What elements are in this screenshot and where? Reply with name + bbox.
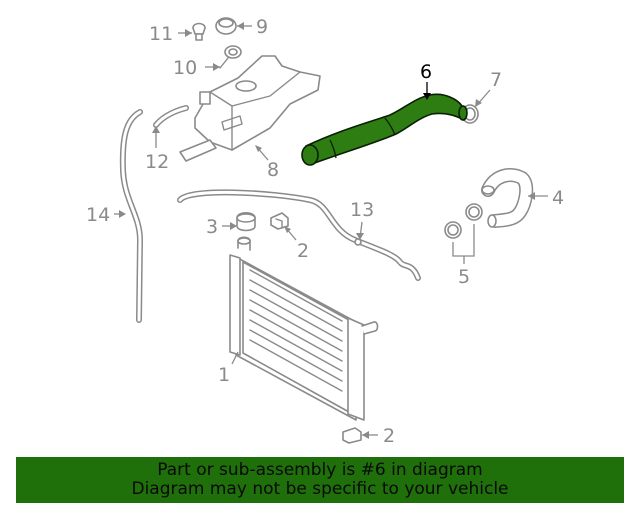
reservoir-hose <box>153 105 189 128</box>
callout-7: 7 <box>490 69 502 91</box>
mount-bracket-upper <box>270 212 289 230</box>
parts-diagram: 1 2 2 3 4 5 6 7 8 9 10 11 12 13 14 <box>86 16 564 447</box>
callout-4: 4 <box>552 187 564 209</box>
banner-line-2: Diagram may not be specific to your vehi… <box>131 479 509 499</box>
callout-12: 12 <box>145 151 169 173</box>
part-info-banner: Part or sub-assembly is #6 in diagram Di… <box>16 457 624 503</box>
hose-clamp-left <box>444 221 462 239</box>
hose-clamp-right <box>465 203 483 221</box>
overflow-hose <box>177 189 421 281</box>
banner-line-1: Part or sub-assembly is #6 in diagram <box>157 460 483 480</box>
callout-13: 13 <box>350 199 374 221</box>
callout-9: 9 <box>256 16 268 38</box>
callout-labels: 1 2 2 3 4 5 6 7 8 9 10 11 12 13 14 <box>86 16 564 447</box>
vent-hose <box>119 109 144 323</box>
reservoir-cap <box>215 17 237 35</box>
callout-2-upper: 2 <box>297 240 309 262</box>
callout-11: 11 <box>149 23 173 45</box>
level-sensor <box>219 45 242 69</box>
radiator <box>229 236 379 421</box>
callout-10: 10 <box>173 57 197 79</box>
coolant-reservoir <box>179 55 321 162</box>
callout-6: 6 <box>420 61 432 83</box>
leader-lines <box>114 22 548 439</box>
callout-3: 3 <box>206 216 218 238</box>
mount-bracket-lower <box>342 427 362 444</box>
callout-5: 5 <box>458 266 470 288</box>
bleeder-fitting <box>192 22 206 41</box>
callout-8: 8 <box>267 159 279 181</box>
lower-radiator-hose <box>481 168 534 228</box>
callout-2-lower: 2 <box>383 425 395 447</box>
callout-14: 14 <box>86 204 110 226</box>
radiator-cap <box>236 211 256 232</box>
callout-1: 1 <box>218 364 230 386</box>
upper-radiator-hose-highlighted[interactable] <box>301 93 468 166</box>
